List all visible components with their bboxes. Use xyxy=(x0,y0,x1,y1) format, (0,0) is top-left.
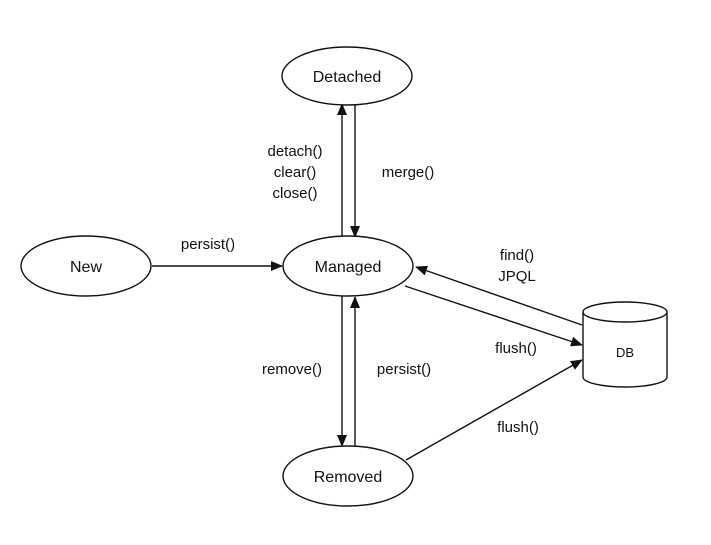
node-new-label: New xyxy=(70,259,102,276)
label-flush-managed: flush() xyxy=(495,340,537,357)
node-removed-label: Removed xyxy=(314,469,382,486)
arrow-managed-to-db xyxy=(404,285,583,347)
label-clear: clear() xyxy=(274,164,317,181)
label-detach: detach() xyxy=(267,143,322,160)
node-detached-label: Detached xyxy=(313,69,382,86)
arrow-removed-to-db xyxy=(405,359,583,461)
node-managed-label: Managed xyxy=(315,259,382,276)
label-merge: merge() xyxy=(382,164,435,181)
node-detached: Detached xyxy=(281,46,413,106)
label-persist-removed: persist() xyxy=(377,361,431,378)
label-flush-removed: flush() xyxy=(497,419,539,436)
arrow-db-to-managed xyxy=(415,265,583,326)
label-find: find() xyxy=(500,247,534,264)
node-managed: Managed xyxy=(282,235,414,297)
label-jpql: JPQL xyxy=(498,268,536,285)
label-remove: remove() xyxy=(262,361,322,378)
label-persist-new: persist() xyxy=(181,236,235,253)
label-close: close() xyxy=(272,185,317,202)
node-removed: Removed xyxy=(282,445,414,507)
node-db-label: DB xyxy=(616,345,634,360)
node-db: DB xyxy=(582,301,668,388)
node-new: New xyxy=(20,235,152,297)
